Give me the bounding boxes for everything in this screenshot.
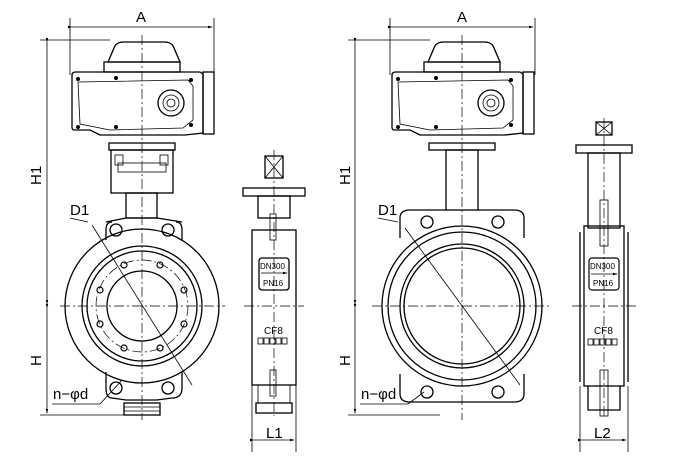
right-front-view: A H1 H bbox=[337, 9, 552, 420]
dim-d1-label: D1 bbox=[378, 202, 397, 219]
dim-h1-label: H1 bbox=[337, 166, 354, 185]
dim-a-label: A bbox=[457, 9, 467, 26]
dim-l2-label: L2 bbox=[594, 425, 611, 442]
dim-holes-label: n−φd bbox=[361, 386, 396, 403]
plate-pressure: PN16 bbox=[263, 279, 284, 288]
valve-body-right: D1 n−φd bbox=[360, 35, 552, 420]
plate-size: DN300 bbox=[260, 262, 285, 271]
material-label: CF8 bbox=[594, 326, 613, 337]
dim-h-label: H bbox=[28, 355, 45, 366]
plate-size: DN300 bbox=[590, 262, 615, 271]
serial-boxes bbox=[587, 338, 618, 346]
right-side-view: DN300 PN16 CF8 L2 bbox=[572, 118, 636, 452]
dim-l1-label: L1 bbox=[266, 425, 283, 442]
electric-actuator bbox=[391, 41, 535, 211]
dim-h1-label: H1 bbox=[28, 166, 45, 185]
dim-a-label: A bbox=[136, 9, 146, 26]
dim-d1-label: D1 bbox=[70, 202, 89, 219]
left-side-view: DN300 PN16 CF8 L1 bbox=[242, 150, 306, 452]
valve-body-left: D1 n−φd bbox=[52, 35, 225, 420]
left-front-view: A H1 H bbox=[28, 9, 225, 420]
dim-h-label: H bbox=[337, 355, 354, 366]
electric-actuator bbox=[71, 41, 215, 219]
plate-pressure: PN16 bbox=[593, 279, 614, 288]
serial-boxes bbox=[257, 337, 288, 345]
dim-holes-label: n−φd bbox=[53, 386, 88, 403]
